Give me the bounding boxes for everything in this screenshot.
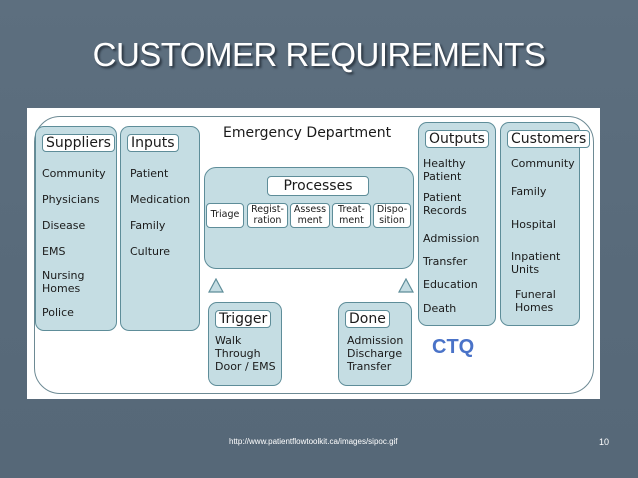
emergency-department-title: Emergency Department xyxy=(223,125,392,141)
output-item: Admission xyxy=(423,232,480,245)
customers-header: Customers xyxy=(507,130,591,148)
suppliers-box: Suppliers xyxy=(35,126,117,331)
done-box: Done xyxy=(338,302,412,386)
customer-item: Family xyxy=(511,185,547,198)
done-text: Admission Discharge Transfer xyxy=(347,334,404,373)
process-step: Triage xyxy=(206,203,244,228)
supplier-item: Disease xyxy=(42,219,86,232)
trigger-box: Trigger xyxy=(208,302,282,386)
output-item: Healthy Patient xyxy=(423,157,466,183)
done-header: Done xyxy=(345,310,390,328)
inputs-header: Inputs xyxy=(127,134,179,152)
ctq-label: CTQ xyxy=(432,336,475,358)
supplier-item: Physicians xyxy=(42,193,100,206)
page-number: 10 xyxy=(599,437,610,447)
footer-source-url: http://www.patientflowtoolkit.ca/images/… xyxy=(229,437,398,446)
process-step: Treat- ment xyxy=(332,203,371,228)
supplier-item: EMS xyxy=(42,245,66,258)
right-triangle-marker xyxy=(398,278,414,293)
customer-item: Inpatient Units xyxy=(511,250,561,276)
inputs-box: Inputs xyxy=(120,126,200,331)
input-item: Medication xyxy=(130,193,191,206)
outputs-header: Outputs xyxy=(425,130,489,148)
customer-item: Hospital xyxy=(511,218,556,231)
supplier-item: Community xyxy=(42,167,106,180)
output-item: Education xyxy=(423,278,478,291)
customer-item: Funeral Homes xyxy=(515,288,556,314)
sipoc-diagram: Emergency Department Suppliers Community… xyxy=(27,108,600,399)
output-item: Patient Records xyxy=(423,191,467,217)
customer-item: Community xyxy=(511,157,575,170)
customers-box: Customers xyxy=(500,122,591,326)
input-item: Patient xyxy=(130,167,169,180)
left-triangle-marker xyxy=(208,278,224,293)
slide-title: CUSTOMER REQUIREMENTS xyxy=(92,36,546,73)
supplier-item: Nursing Homes xyxy=(42,269,85,295)
trigger-text: Walk Through Door / EMS xyxy=(215,334,276,373)
input-item: Family xyxy=(130,219,166,232)
supplier-item: Police xyxy=(42,306,74,319)
output-item: Transfer xyxy=(423,255,468,268)
output-item: Death xyxy=(423,302,457,315)
processes-header: Processes xyxy=(267,176,369,196)
outputs-box: Outputs xyxy=(418,122,496,326)
process-step: Regist- ration xyxy=(247,203,288,228)
process-step: Dispo- sition xyxy=(373,203,411,228)
suppliers-header: Suppliers xyxy=(42,134,115,152)
trigger-header: Trigger xyxy=(215,310,272,328)
process-step: Assess ment xyxy=(290,203,330,228)
input-item: Culture xyxy=(130,245,171,258)
